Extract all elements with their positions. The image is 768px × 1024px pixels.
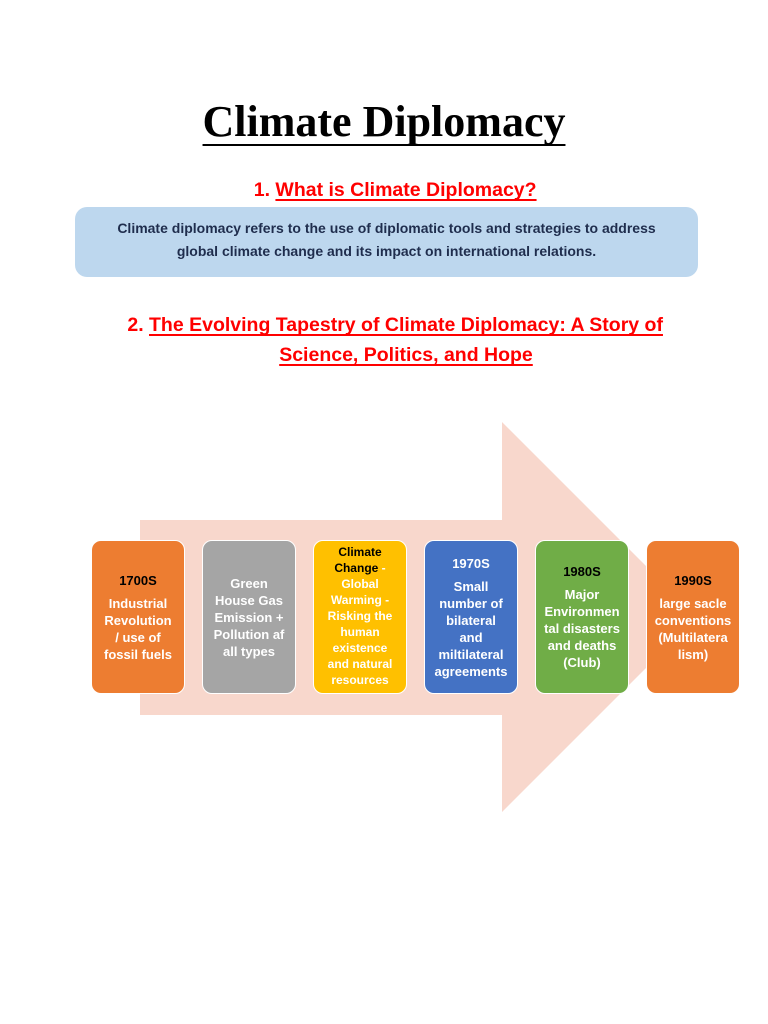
- timeline-text-line: and: [459, 629, 483, 645]
- timeline-text-line: number of: [439, 595, 503, 611]
- timeline-arrow-shape: [140, 422, 697, 812]
- timeline-text-line: Emission +: [214, 609, 284, 625]
- timeline-text-line: resources: [331, 672, 389, 687]
- timeline-box-1980s: 1980S Major Environmen tal disasters and…: [535, 540, 629, 694]
- section-heading-line: The Evolving Tapestry of Climate Diploma…: [149, 314, 663, 336]
- timeline-text-line: (Multilatera: [658, 629, 728, 645]
- timeline-text-line: agreements: [434, 663, 508, 679]
- section-number: 1.: [253, 179, 271, 201]
- timeline-box-1970s: 1970S Small number of bilateral and milt…: [424, 540, 518, 694]
- timeline-diagram: 1700S Industrial Revolution / use of fos…: [80, 415, 750, 820]
- section-heading-wrapper: 1.What is Climate Diplomacy?: [254, 178, 537, 202]
- timeline-year: 1980S: [563, 564, 601, 579]
- timeline-text-line: large sacle: [659, 595, 727, 611]
- timeline-term-row: Change -: [334, 561, 385, 577]
- timeline-box-greenhouse-gas: Green House Gas Emission + Pollution af …: [202, 540, 296, 694]
- timeline-text-line: Environmen: [544, 604, 620, 619]
- timeline-box-climate-change: Climate Change - Global Warming - Riskin…: [313, 540, 407, 694]
- document-title-text: Climate Diplomacy: [202, 97, 566, 146]
- timeline-text-line: tal disasters: [544, 621, 620, 636]
- timeline-year: 1990S: [674, 572, 712, 588]
- timeline-term: Climate: [338, 545, 382, 560]
- timeline-text-line: Revolution: [104, 612, 172, 628]
- timeline-text-line: and deaths: [547, 638, 617, 653]
- section-heading-row: 2.The Evolving Tapestry of Climate Diplo…: [44, 310, 768, 340]
- section-heading-line: Science, Politics, and Hope: [279, 344, 533, 366]
- timeline-text-line: and natural: [327, 656, 393, 671]
- section-1-heading: 1.What is Climate Diplomacy?: [44, 178, 768, 202]
- timeline-term-dash: -: [381, 561, 386, 576]
- timeline-arrow: [140, 422, 697, 812]
- timeline-text-line: miltilateral: [438, 646, 504, 662]
- timeline-text-line: Industrial: [108, 595, 168, 611]
- section-heading-text: What is Climate Diplomacy?: [275, 179, 537, 201]
- timeline-year: 1970S: [452, 555, 490, 571]
- section-number: 2.: [127, 314, 144, 336]
- timeline-text-line: Green: [230, 575, 268, 591]
- section-2-heading: 2.The Evolving Tapestry of Climate Diplo…: [44, 310, 768, 370]
- definition-line: global climate change and its impact on …: [176, 243, 597, 259]
- timeline-text-line: House Gas: [215, 592, 283, 608]
- timeline-text-line: Major: [564, 587, 600, 602]
- timeline-term: Change: [334, 561, 379, 576]
- timeline-text-line: human: [340, 624, 380, 639]
- timeline-text-line: Risking the: [327, 609, 393, 624]
- timeline-text-line: conventions: [654, 612, 732, 628]
- timeline-text-line: (Club): [563, 655, 601, 670]
- section-heading-row: Science, Politics, and Hope: [44, 340, 768, 370]
- section-heading-wrapper: 2.The Evolving Tapestry of Climate Diplo…: [127, 310, 663, 340]
- timeline-text-line: all types: [222, 643, 276, 659]
- timeline-text-line: Global: [341, 577, 379, 592]
- timeline-text-line: existence: [332, 640, 388, 655]
- definition-line: Climate diplomacy refers to the use of d…: [117, 220, 656, 236]
- timeline-text-line: / use of: [115, 629, 161, 645]
- timeline-text-line: fossil fuels: [104, 646, 172, 662]
- timeline-text-line: Warming -: [330, 593, 390, 608]
- document-title: Climate Diplomacy: [0, 97, 768, 147]
- timeline-text-line: Pollution af: [213, 626, 285, 642]
- definition-box: Climate diplomacy refers to the use of d…: [75, 207, 698, 277]
- timeline-box-1990s: 1990S large sacle conventions (Multilate…: [646, 540, 740, 694]
- timeline-year: 1700S: [119, 572, 157, 588]
- timeline-box-1700s: 1700S Industrial Revolution / use of fos…: [91, 540, 185, 694]
- timeline-text-line: bilateral: [446, 612, 496, 628]
- timeline-text-line: Small: [453, 578, 489, 594]
- timeline-text-line: lism): [677, 646, 709, 662]
